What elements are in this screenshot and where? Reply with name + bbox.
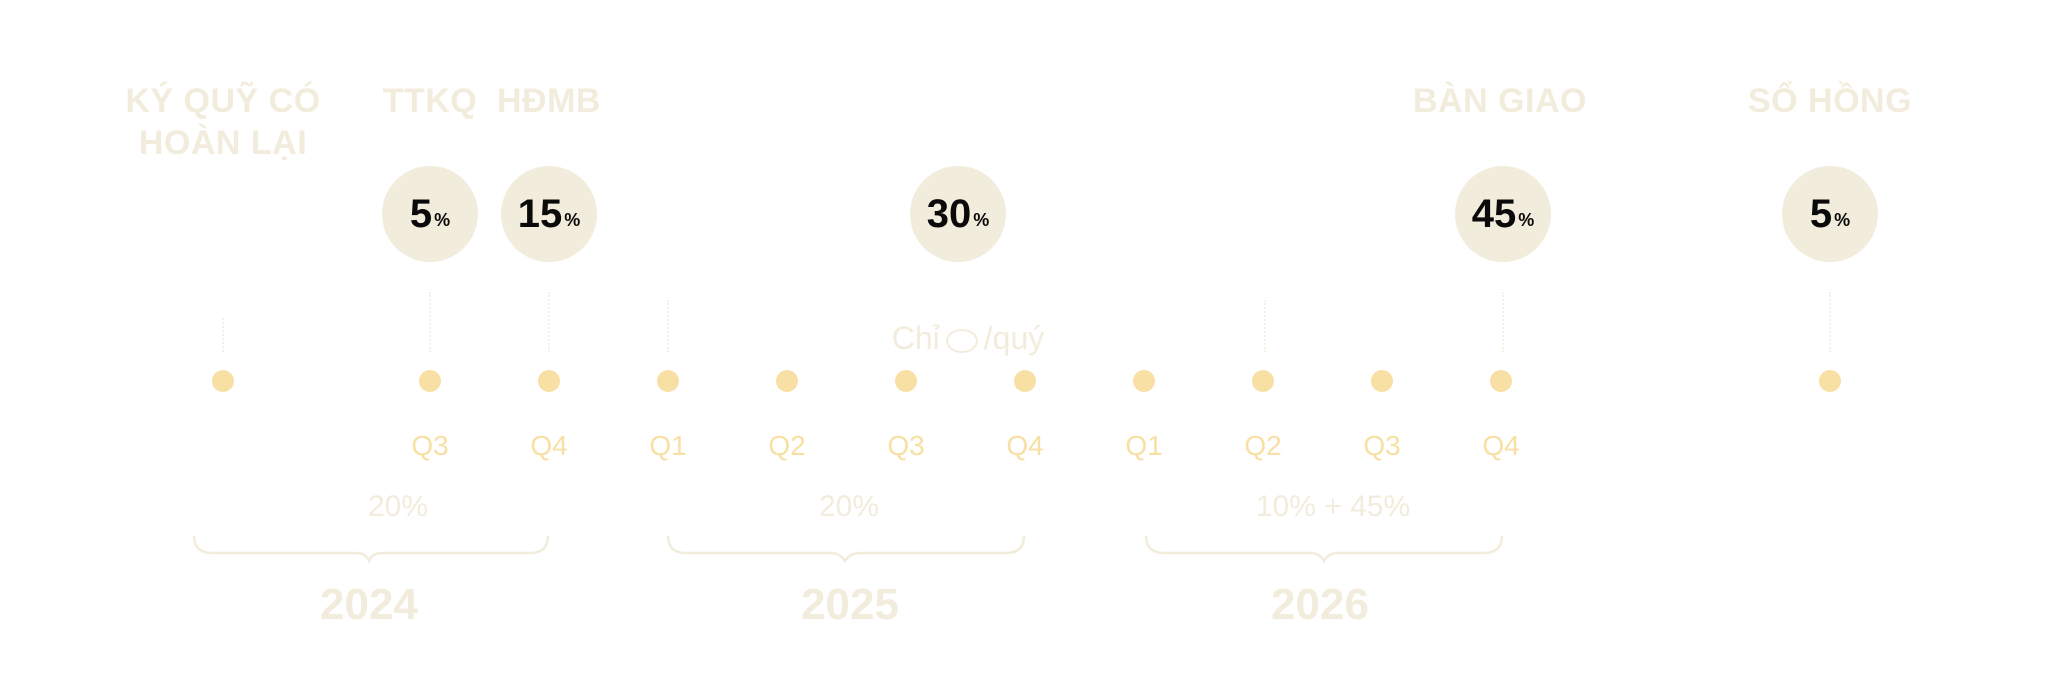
- percent-circle-handover: 45%: [1455, 166, 1551, 262]
- quarter-label: Q4: [1482, 430, 1520, 461]
- percent-value-handover: 45: [1471, 192, 1517, 236]
- timeline-dot: [1490, 370, 1512, 392]
- milestone-label-ttkq: TTKQ: [382, 82, 478, 120]
- percent-circle-hdmb: 15%: [501, 166, 597, 262]
- quarter-label: Q4: [1006, 430, 1044, 461]
- milestone-label-hdmb: HĐMB: [497, 82, 601, 120]
- year-label-2026: 2026: [1271, 580, 1369, 629]
- quarter-label: Q1: [1125, 430, 1163, 461]
- quarter-label: Q2: [768, 430, 806, 461]
- tick-line: [222, 318, 224, 352]
- quarter-label: Q2: [1244, 430, 1282, 461]
- year-label-2025: 2025: [801, 580, 899, 629]
- milestone-label-handover: BÀN GIAO: [1413, 82, 1587, 120]
- quarterly-note: Chỉ/quý: [848, 320, 1088, 357]
- timeline-dot-start: [212, 370, 234, 392]
- percent-unit: %: [973, 209, 990, 230]
- period-percent-2024: 20%: [367, 490, 429, 523]
- timeline-dot: [1371, 370, 1393, 392]
- quarter-label: Q3: [1363, 430, 1401, 461]
- timeline-dot: [1014, 370, 1036, 392]
- timeline-dot: [1133, 370, 1155, 392]
- quarter-label: Q3: [887, 430, 925, 461]
- percent-unit: %: [1518, 209, 1535, 230]
- percent-unit: %: [1834, 209, 1851, 230]
- timeline-dot: [419, 370, 441, 392]
- tick-line: [1264, 300, 1266, 352]
- percent-unit: %: [564, 209, 581, 230]
- timeline-dot: [657, 370, 679, 392]
- year-label-2024: 2024: [320, 580, 418, 629]
- timeline-dot: [1252, 370, 1274, 392]
- quarterly-note-prefix: Chỉ: [891, 320, 940, 356]
- quarter-label: Q4: [530, 430, 568, 461]
- tick-line: [1829, 292, 1831, 352]
- timeline-dot: [776, 370, 798, 392]
- period-percent-2025: 20%: [818, 490, 880, 523]
- percent-circle-ttkq: 5%: [382, 166, 478, 262]
- tick-line: [1502, 292, 1504, 352]
- tick-line: [667, 300, 669, 352]
- coin-icon: [945, 328, 978, 353]
- brace-2026: [1144, 535, 1504, 564]
- percent-value-hdmb: 15: [517, 192, 563, 236]
- percent-value-quarterly: 30: [926, 192, 972, 236]
- quarterly-note-suffix: /quý: [983, 320, 1045, 356]
- timeline-dot-end: [1819, 370, 1841, 392]
- quarter-label: Q1: [649, 430, 687, 461]
- milestone-label-deposit: KÝ QUỸ CÓ HOÀN LẠI: [125, 82, 321, 162]
- percent-value-pink-book: 5: [1809, 192, 1833, 236]
- quarter-label: Q3: [411, 430, 449, 461]
- timeline-dot: [895, 370, 917, 392]
- period-percent-2026: 10% + 45%: [1255, 490, 1411, 523]
- percent-unit: %: [434, 209, 451, 230]
- percent-circle-quarterly: 30%: [910, 166, 1006, 262]
- percent-value-ttkq: 5: [409, 192, 433, 236]
- milestone-label-pink-book: SỔ HỒNG: [1747, 82, 1913, 120]
- timeline-dot: [538, 370, 560, 392]
- brace-2025: [666, 535, 1026, 564]
- tick-line: [548, 292, 550, 352]
- tick-line: [429, 292, 431, 352]
- brace-2024: [192, 535, 550, 565]
- percent-circle-pink-book: 5%: [1782, 166, 1878, 262]
